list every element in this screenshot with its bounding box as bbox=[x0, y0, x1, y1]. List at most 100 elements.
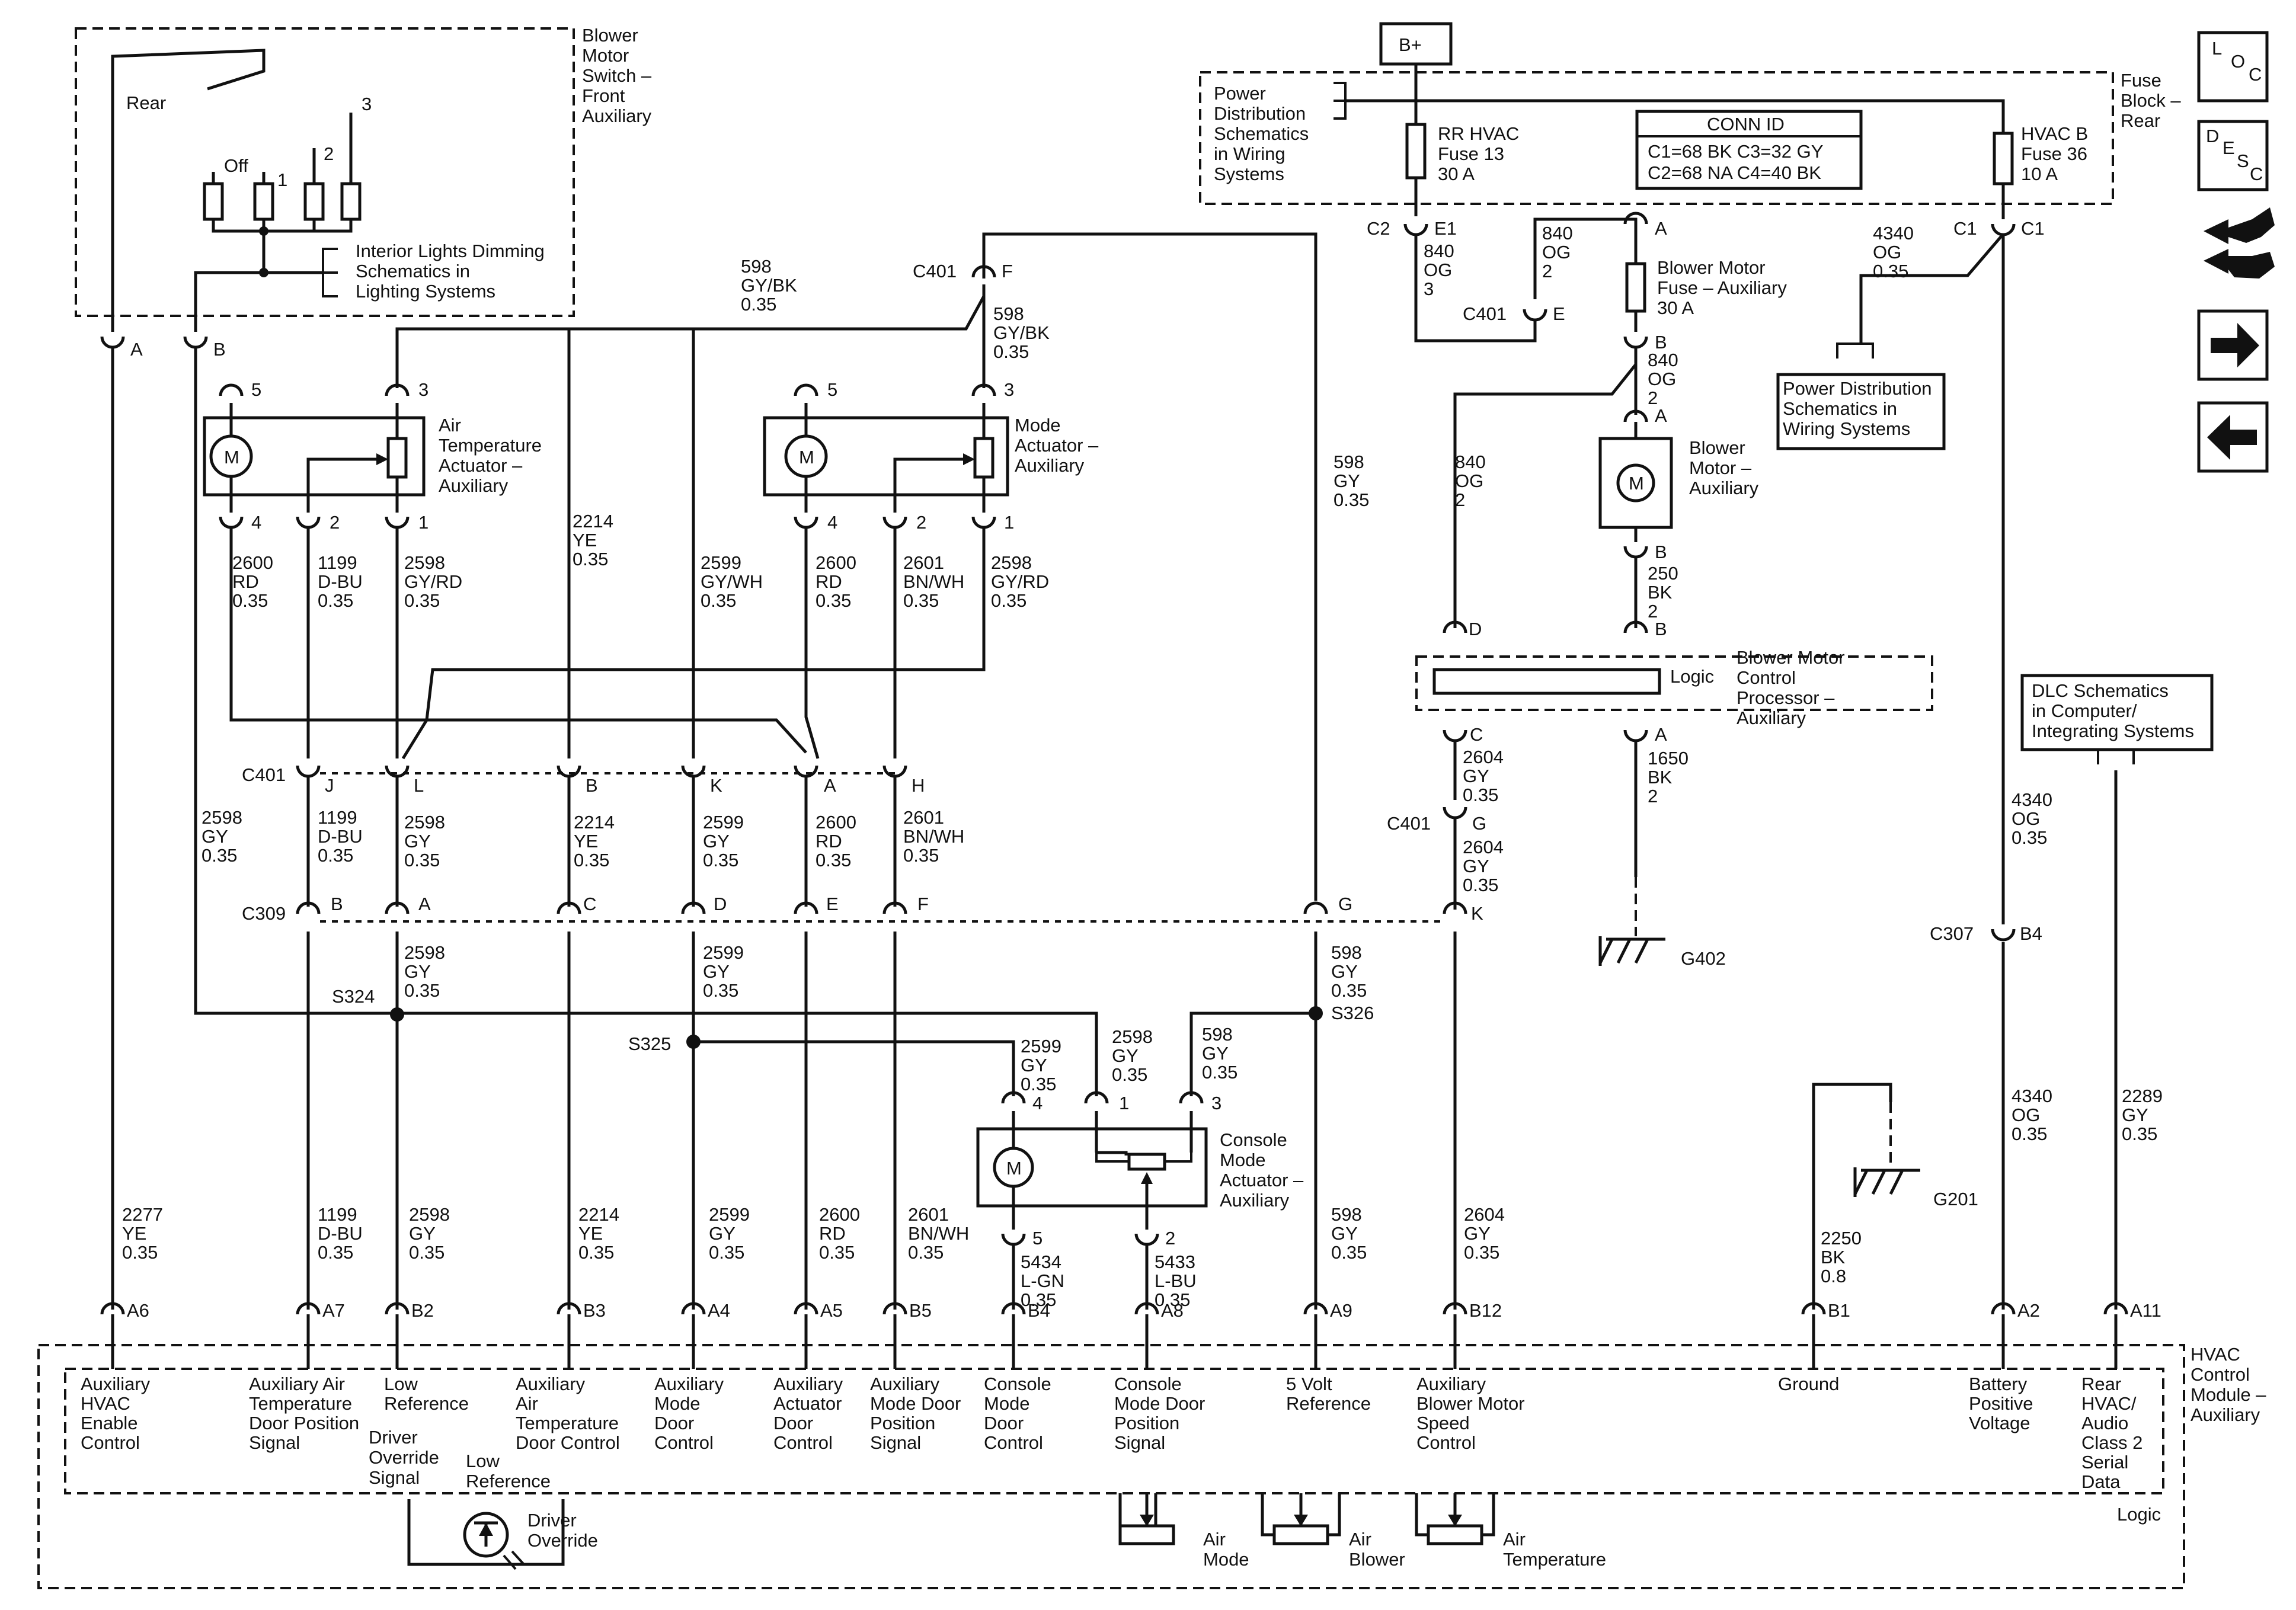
svg-text:C: C bbox=[2250, 164, 2263, 184]
svg-text:J: J bbox=[325, 775, 334, 796]
svg-text:4: 4 bbox=[251, 512, 261, 533]
module-pin-label: B12 bbox=[1469, 1300, 1502, 1321]
module-pin-b5 bbox=[882, 1302, 907, 1315]
svg-text:D: D bbox=[1469, 619, 1482, 639]
module-pin-label: A11 bbox=[2130, 1300, 2161, 1321]
svg-text:M: M bbox=[1629, 473, 1644, 494]
module-pin-a4 bbox=[681, 1302, 706, 1315]
svg-text:C: C bbox=[2249, 64, 2262, 85]
svg-text:3: 3 bbox=[1211, 1093, 1221, 1113]
svg-text:K: K bbox=[1471, 903, 1483, 924]
svg-text:CONN ID: CONN ID bbox=[1707, 114, 1785, 135]
svg-text:M: M bbox=[224, 447, 239, 468]
svg-text:E: E bbox=[2223, 137, 2235, 158]
svg-text:S: S bbox=[2237, 151, 2249, 171]
svg-text:M: M bbox=[1006, 1158, 1022, 1179]
svg-text:1: 1 bbox=[1004, 512, 1014, 533]
module-pin-a5 bbox=[794, 1302, 818, 1315]
svg-text:D: D bbox=[2206, 126, 2219, 146]
module-pin-b3 bbox=[557, 1302, 581, 1315]
svg-text:C309: C309 bbox=[242, 903, 286, 924]
prev-arrow-button[interactable] bbox=[2197, 401, 2269, 473]
svg-text:C1: C1 bbox=[2021, 218, 2045, 239]
svg-text:D: D bbox=[714, 894, 727, 914]
nav-icons: L O C D E S C bbox=[2197, 31, 2275, 473]
module-pin-b1 bbox=[1801, 1302, 1826, 1315]
module-function-label: Ground bbox=[1778, 1374, 1839, 1394]
svg-text:C2: C2 bbox=[1367, 218, 1390, 239]
module-pin-label: B3 bbox=[583, 1300, 606, 1321]
module-pin-a6 bbox=[100, 1302, 125, 1315]
loc-button[interactable]: L O C bbox=[2197, 31, 2269, 103]
svg-text:5: 5 bbox=[1032, 1228, 1043, 1249]
module-pin-b4 bbox=[1001, 1302, 1026, 1315]
svg-text:C: C bbox=[583, 894, 596, 914]
svg-text:B: B bbox=[586, 775, 598, 796]
module-pin-b12 bbox=[1443, 1302, 1467, 1315]
svg-text:E1: E1 bbox=[1434, 218, 1457, 239]
svg-text:2: 2 bbox=[916, 512, 926, 533]
module-pin-label: A4 bbox=[708, 1300, 730, 1321]
connector-view-icon[interactable] bbox=[2204, 207, 2275, 279]
module-pin-a7 bbox=[296, 1302, 321, 1315]
desc-button[interactable]: D E S C bbox=[2197, 120, 2269, 191]
next-arrow-button[interactable] bbox=[2197, 309, 2269, 381]
svg-text:G402: G402 bbox=[1681, 948, 1726, 969]
module-pin-label: A5 bbox=[820, 1300, 843, 1321]
svg-text:3: 3 bbox=[362, 94, 372, 114]
svg-text:3: 3 bbox=[418, 379, 428, 400]
svg-text:E: E bbox=[826, 894, 839, 914]
svg-text:1: 1 bbox=[277, 169, 287, 190]
module-pin-label: A6 bbox=[127, 1300, 149, 1321]
svg-text:Off: Off bbox=[224, 155, 248, 176]
svg-text:5: 5 bbox=[827, 379, 837, 400]
svg-text:A: A bbox=[130, 339, 143, 360]
svg-text:C401: C401 bbox=[242, 764, 286, 785]
svg-text:B: B bbox=[1655, 619, 1667, 639]
